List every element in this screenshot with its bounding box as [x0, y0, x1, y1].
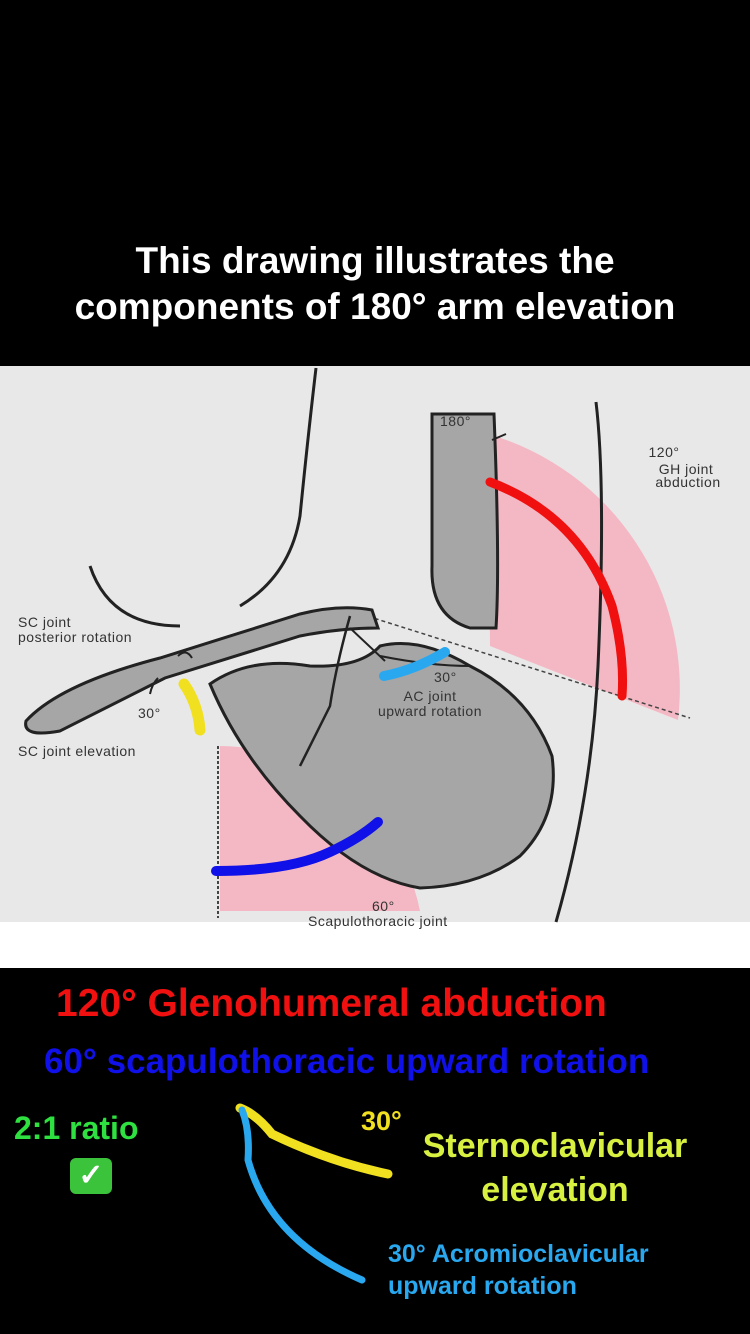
- ac-rotation-label: upward rotation: [378, 703, 482, 719]
- scapula-bone: [208, 642, 555, 890]
- gh-joint-label: GH joint: [659, 461, 714, 477]
- gh-summary-line: 120° Glenohumeral abduction: [56, 982, 607, 1025]
- sc-highlight-stroke: [178, 678, 206, 736]
- st-joint-label: Scapulothoracic joint: [308, 913, 448, 929]
- scapular-spine: [298, 615, 352, 767]
- ac-joint-label: AC joint: [403, 688, 456, 704]
- humerus-bone: [430, 412, 500, 630]
- shoulder-outline: [88, 565, 181, 628]
- gh-abduction-arrow: [491, 433, 507, 441]
- st-highlight-stroke: [211, 817, 383, 876]
- sc-elevation-label: SC joint elevation: [18, 743, 136, 759]
- sc-summary-label-2: elevation: [481, 1171, 629, 1209]
- st-summary-line: 60° scapulothoracic upward rotation: [44, 1042, 650, 1081]
- gh-abduction-label: abduction: [655, 474, 720, 490]
- sc-rotation-arrow: [177, 651, 193, 659]
- gh-highlight-stroke: [485, 477, 628, 701]
- caption-line-1: This drawing illustrates the: [135, 240, 615, 281]
- ac-angle-label: 30°: [434, 669, 457, 685]
- sc-elevation-arrow: [149, 677, 159, 695]
- ac-summary-label-1: 30° Acromioclavicular: [388, 1240, 649, 1268]
- sc-elevation-angle: 30°: [138, 705, 161, 721]
- ac-summary-label-2: upward rotation: [388, 1272, 577, 1300]
- top-angle-label: 180°: [440, 413, 471, 429]
- gh-angle-label: 120°: [649, 444, 680, 460]
- ac-summary-label: 30° Acromioclavicular upward rotation: [388, 1238, 718, 1302]
- paper-margin: [0, 922, 750, 968]
- sc-summary-label: Sternoclavicular elevation: [400, 1124, 710, 1212]
- neck-outline: [239, 367, 318, 608]
- ratio-label: 2:1 ratio: [14, 1110, 139, 1146]
- caption-line-2: components of 180° arm elevation: [74, 286, 676, 327]
- check-mark-emoji-icon: ✓: [70, 1158, 112, 1194]
- scapula-reference-line: [347, 609, 691, 719]
- shoulder-diagram-svg: 180° 120° GH joint abduction SC joint po…: [0, 366, 750, 968]
- clavicle-bone: [24, 606, 381, 735]
- ac-rotation-arrow: [349, 627, 386, 662]
- ac-highlight-stroke: [379, 647, 450, 681]
- ac-annotation-stroke: [238, 1106, 366, 1284]
- st-angle-label: 60°: [372, 898, 395, 914]
- sc-posterior-label-1: SC joint: [18, 614, 71, 630]
- sc-summary-label-1: Sternoclavicular: [422, 1127, 688, 1165]
- caption: This drawing illustrates the components …: [0, 238, 750, 330]
- sc-posterior-label-2: posterior rotation: [18, 629, 132, 645]
- sc-degree-label: 30°: [361, 1106, 402, 1136]
- shoulder-diagram: 180° 120° GH joint abduction SC joint po…: [0, 366, 750, 968]
- arm-outline: [554, 401, 604, 923]
